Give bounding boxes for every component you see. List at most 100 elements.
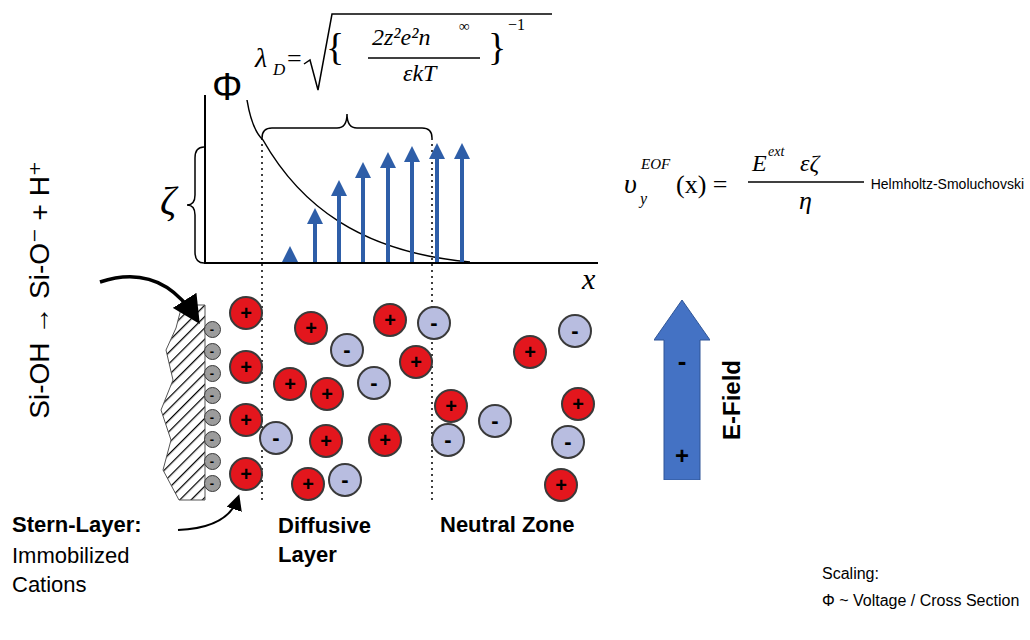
charge-sign: - [564, 431, 571, 453]
label-text: ζ [160, 178, 176, 224]
label-text: Diffusive Layer [278, 512, 398, 569]
fraction-bar [748, 181, 864, 183]
charge-sign: - [210, 345, 214, 358]
velocity-arrow [460, 149, 464, 262]
velocity-arrow [386, 158, 390, 262]
surface-charge: - [204, 365, 221, 382]
surface-charge: - [204, 343, 221, 360]
sqrt-sign [304, 14, 552, 90]
label-text: = [287, 44, 302, 74]
silica-wall [161, 305, 205, 500]
cation: + [309, 424, 343, 458]
anion: - [259, 421, 293, 455]
cation: + [229, 350, 263, 384]
label-text: Φ ~ Voltage / Cross Section [822, 592, 1019, 610]
label-text: Φ [212, 66, 242, 110]
charge-sign: + [321, 384, 333, 404]
surface-charge: - [204, 453, 221, 470]
anion: - [478, 404, 512, 438]
surface-charge: - [204, 431, 221, 448]
charge-sign: - [210, 411, 214, 424]
label-text: Neutral Zone [440, 512, 574, 537]
label-text: E [752, 150, 767, 178]
label-text: υ [624, 168, 637, 200]
field-label: E-Field [720, 360, 744, 440]
anion: - [330, 333, 364, 367]
cation: + [434, 389, 468, 423]
cation: + [310, 377, 344, 411]
surface-charge: - [204, 387, 221, 404]
anion: - [551, 425, 585, 459]
cation: + [229, 403, 263, 437]
charge-sign: - [430, 312, 437, 334]
label-text: (x) = [676, 170, 727, 200]
distance-axis [204, 262, 598, 264]
label-text: εkT [403, 60, 436, 88]
cation: + [368, 423, 402, 457]
label-text: Si-OH → Si-O⁻ + H⁺ [24, 161, 56, 418]
fraction-bar [368, 57, 480, 59]
charge-sign: + [240, 464, 252, 484]
velocity-arrow [313, 214, 317, 262]
label-text: Helmholtz-Smoluchovski [871, 176, 1024, 192]
surface-charge: - [204, 321, 221, 338]
charge-sign: + [445, 396, 457, 416]
cation: + [513, 335, 547, 369]
label-text: EOF [641, 156, 670, 173]
charge-sign: - [210, 323, 214, 336]
potential-curve [247, 100, 470, 262]
polarity-sign: + [675, 444, 689, 468]
velocity-arrow [361, 168, 365, 262]
cation: + [294, 311, 328, 345]
charge-sign: + [524, 342, 536, 362]
reaction-arrow [100, 277, 196, 318]
anion: - [417, 306, 451, 340]
charge-sign: + [384, 310, 396, 330]
label-text: εζ [800, 150, 819, 178]
charge-sign: + [379, 430, 391, 450]
surface-charge: - [204, 409, 221, 426]
surface-charge: - [204, 475, 221, 492]
debye-brace [262, 114, 432, 138]
charge-sign: - [210, 367, 214, 380]
charge-sign: + [320, 431, 332, 451]
velocity-arrow [435, 149, 439, 262]
cation: + [273, 367, 307, 401]
label-text: η [799, 186, 812, 216]
cation: + [373, 303, 407, 337]
charge-sign: - [370, 372, 377, 394]
label-text: x [582, 262, 595, 297]
label-text: ext [768, 144, 784, 160]
cation: + [291, 467, 325, 501]
velocity-arrow [410, 152, 414, 262]
velocity-arrow [337, 186, 341, 262]
cation: + [399, 345, 433, 379]
anion: - [431, 423, 465, 457]
charge-sign: + [555, 475, 567, 495]
anion: - [357, 366, 391, 400]
label-text: D [273, 60, 285, 80]
label-text: y [640, 190, 647, 208]
cation: + [229, 457, 263, 491]
label-text: ∞ [459, 18, 470, 35]
cation: + [561, 387, 595, 421]
charge-sign: + [305, 318, 317, 338]
label-text: 2z²e²n [372, 24, 430, 52]
charge-sign: - [210, 477, 214, 490]
charge-sign: + [240, 410, 252, 430]
charge-sign: - [210, 455, 214, 468]
anion: - [328, 463, 362, 497]
charge-sign: + [302, 474, 314, 494]
cation: + [229, 296, 263, 330]
potential-axis [204, 95, 206, 264]
charge-sign: - [210, 433, 214, 446]
label-text: { [326, 26, 344, 70]
label-text: λ [255, 42, 267, 74]
e-field-arrow: -+E-Field [654, 300, 710, 480]
label-text: Scaling: [822, 565, 879, 583]
anion: - [558, 314, 592, 348]
charge-sign: - [571, 320, 578, 342]
charge-sign: + [284, 374, 296, 394]
charge-sign: + [572, 394, 584, 414]
charge-sign: - [491, 410, 498, 432]
